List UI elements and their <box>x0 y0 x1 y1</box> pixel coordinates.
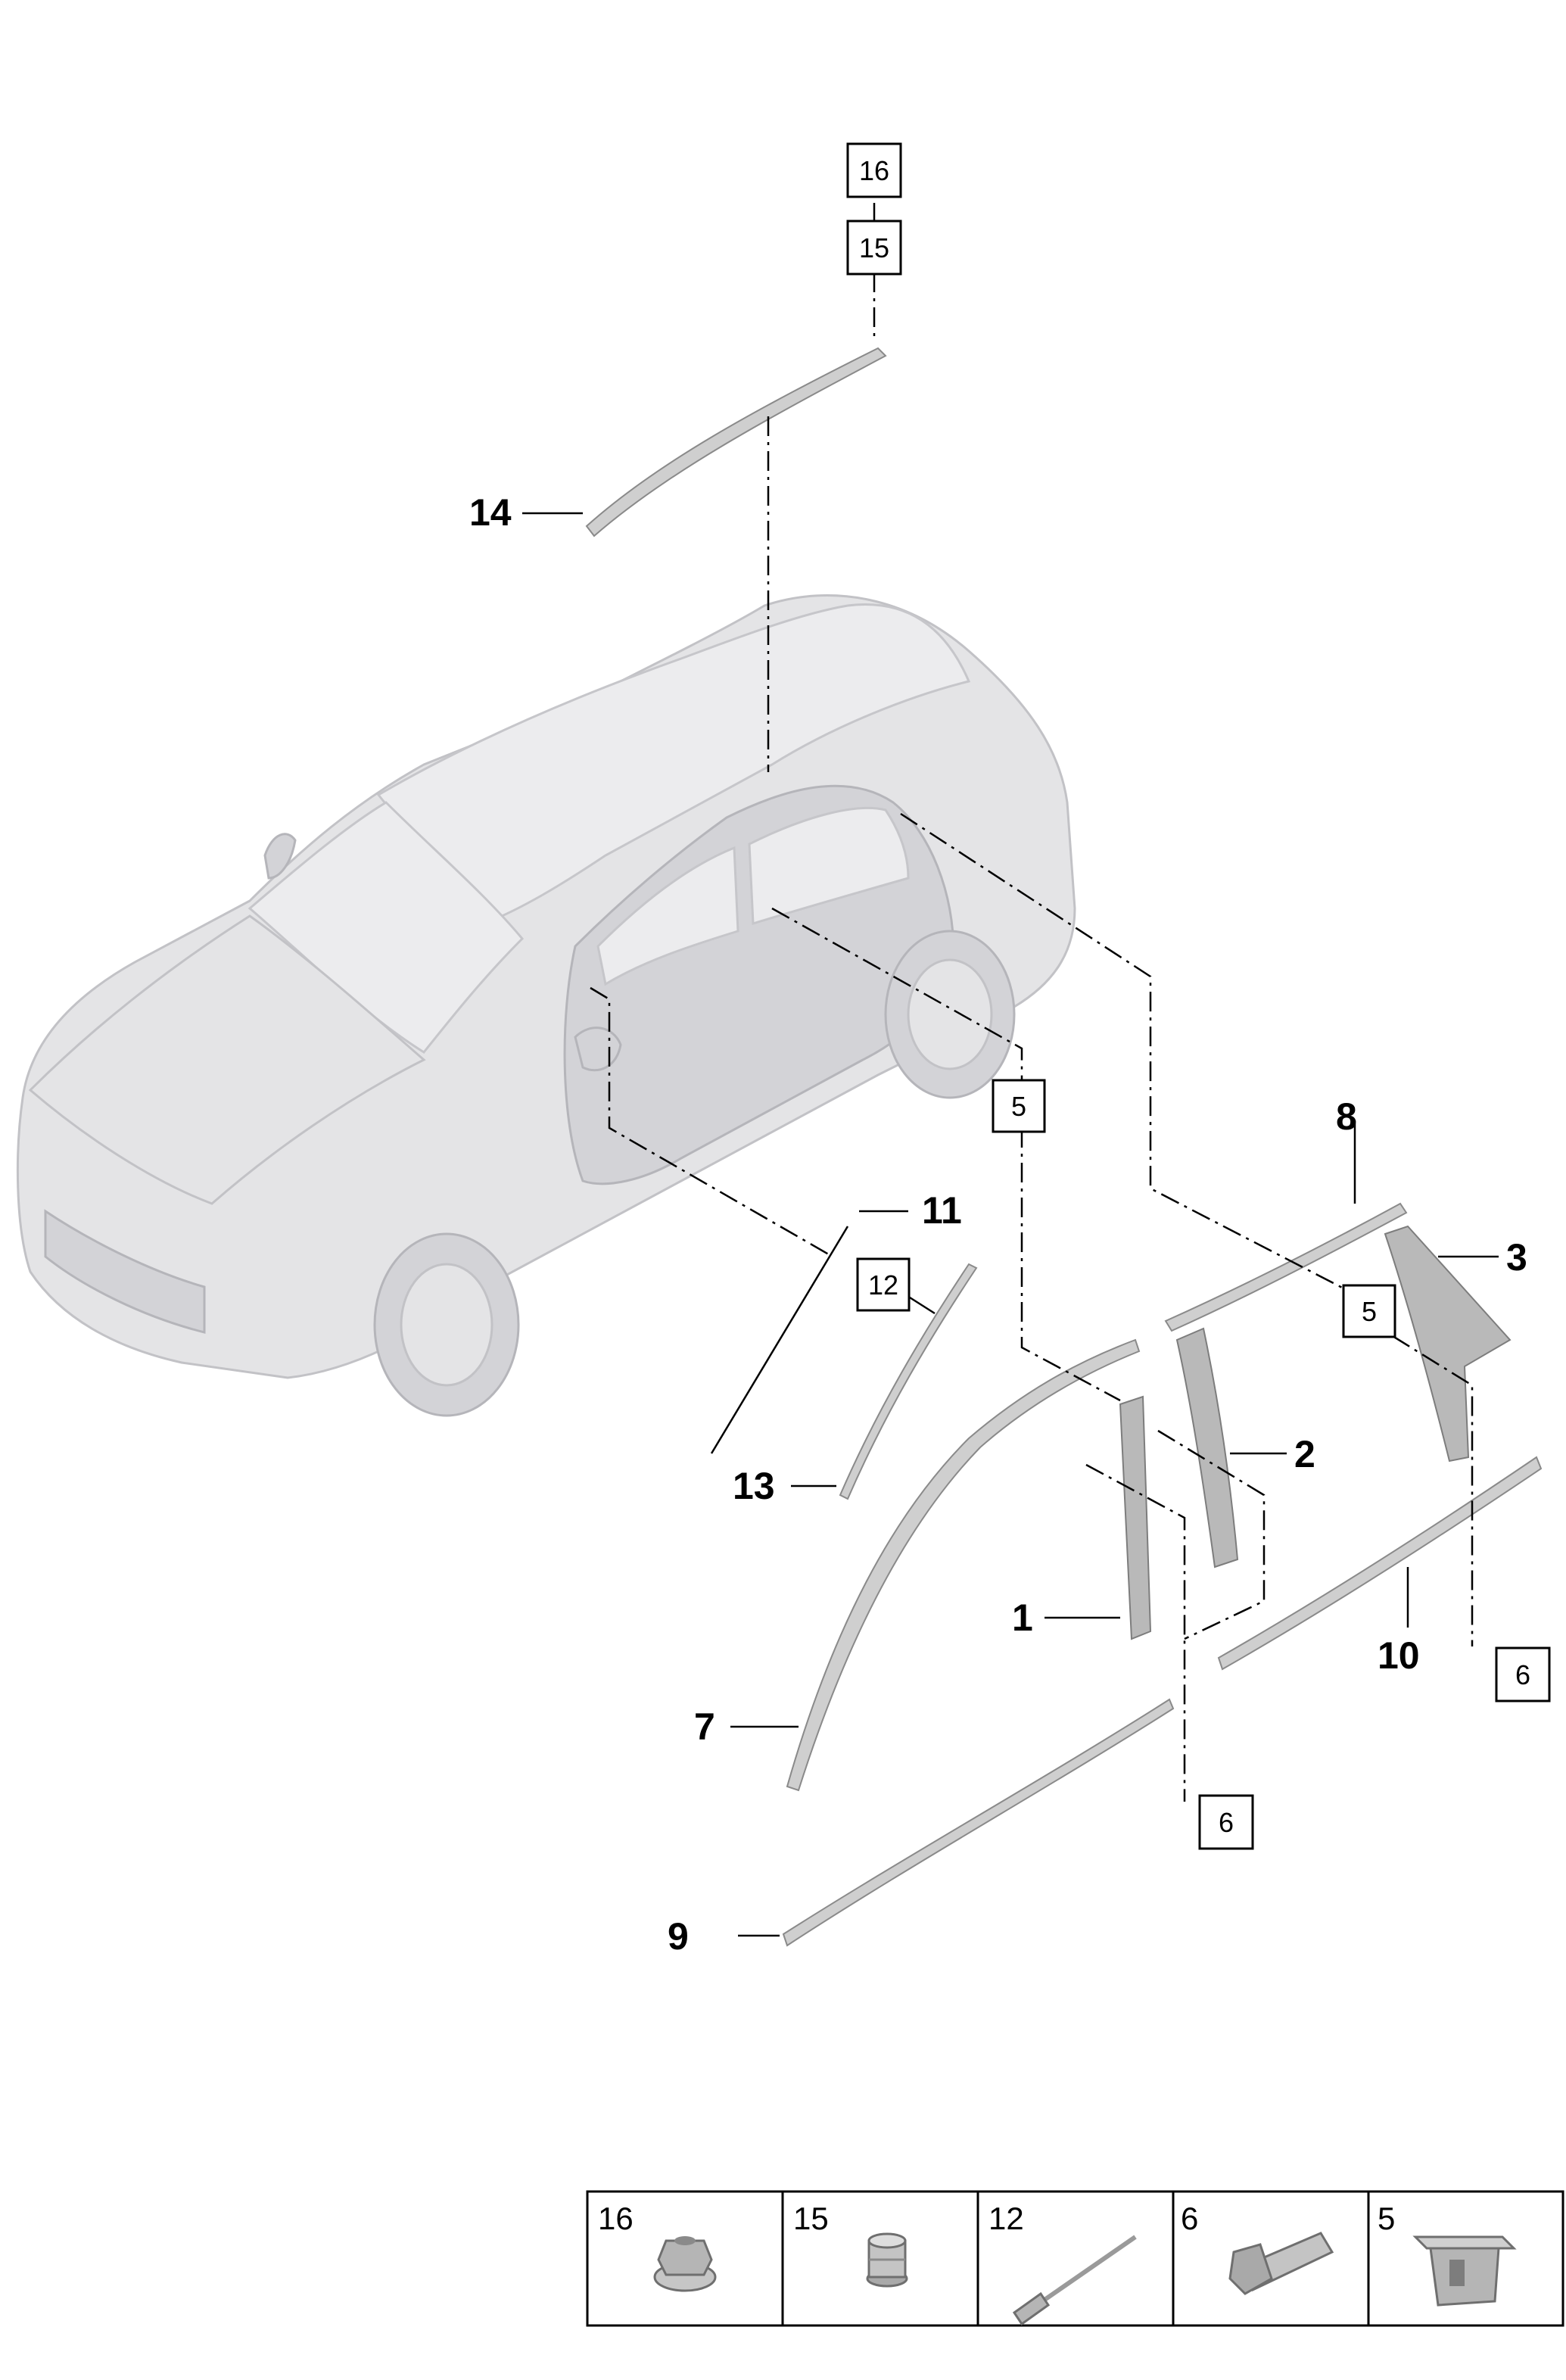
svg-text:15: 15 <box>859 232 889 263</box>
front-door-sill-strip <box>782 1698 1175 1947</box>
callout-9: 9 <box>668 1915 689 1958</box>
box-ref-16: 16 <box>846 142 902 198</box>
fastener-legend-table: 16 15 12 6 <box>586 2190 1564 2327</box>
b-pillar-trim-rear <box>1175 1327 1239 1568</box>
callout-8: 8 <box>1336 1095 1357 1138</box>
grommet-icon <box>866 2232 908 2288</box>
box-ref-5-left: 5 <box>992 1079 1046 1133</box>
svg-text:15: 15 <box>793 2201 829 2236</box>
front-door-frame-trim <box>786 1338 1141 1792</box>
screw-icon <box>1228 2232 1334 2295</box>
box-ref-6-bottom: 6 <box>1198 1794 1254 1850</box>
svg-text:16: 16 <box>859 155 889 186</box>
svg-text:5: 5 <box>1362 1296 1377 1327</box>
svg-text:16: 16 <box>598 2201 634 2236</box>
svg-text:12: 12 <box>988 2201 1024 2236</box>
svg-text:6: 6 <box>1219 1807 1234 1838</box>
legend-cell-5: 5 <box>1378 2201 1517 2307</box>
callout-2: 2 <box>1294 1433 1315 1475</box>
callout-1: 1 <box>1012 1597 1033 1639</box>
rivet-pin-icon <box>1012 2235 1137 2326</box>
callout-11: 11 <box>922 1189 962 1232</box>
box-ref-12: 12 <box>856 1257 911 1312</box>
callout-13: 13 <box>733 1465 775 1507</box>
rear-door-sill-strip <box>1217 1456 1543 1671</box>
legend-cell-6: 6 <box>1181 2201 1334 2295</box>
window-seal-thin <box>710 1226 849 1454</box>
legend-cell-15: 15 <box>793 2201 908 2288</box>
leader-lines <box>522 512 1499 1937</box>
b-pillar-trim-front <box>1119 1395 1152 1640</box>
nut-icon <box>653 2236 717 2292</box>
box-ref-6-right: 6 <box>1495 1646 1551 1702</box>
svg-text:5: 5 <box>1011 1091 1026 1122</box>
callout-10: 10 <box>1378 1634 1420 1677</box>
legend-cell-16: 16 <box>598 2201 717 2292</box>
box-ref-15: 15 <box>846 220 902 276</box>
roof-rail-part <box>585 347 887 537</box>
callout-14: 14 <box>469 491 512 534</box>
window-strip-small <box>839 1263 978 1500</box>
callout-3: 3 <box>1506 1236 1527 1279</box>
rear-door-frame-trim <box>1164 1202 1408 1332</box>
legend-cell-12: 12 <box>988 2201 1137 2326</box>
svg-text:6: 6 <box>1181 2201 1198 2236</box>
callout-7: 7 <box>694 1706 715 1748</box>
svg-text:12: 12 <box>868 1269 898 1301</box>
svg-text:6: 6 <box>1515 1659 1530 1690</box>
box-ref-5-right: 5 <box>1342 1284 1396 1338</box>
c-pillar-trim <box>1384 1225 1512 1463</box>
svg-text:5: 5 <box>1378 2201 1395 2236</box>
clip-icon <box>1412 2235 1517 2307</box>
vehicle-illustration <box>16 594 1076 1417</box>
